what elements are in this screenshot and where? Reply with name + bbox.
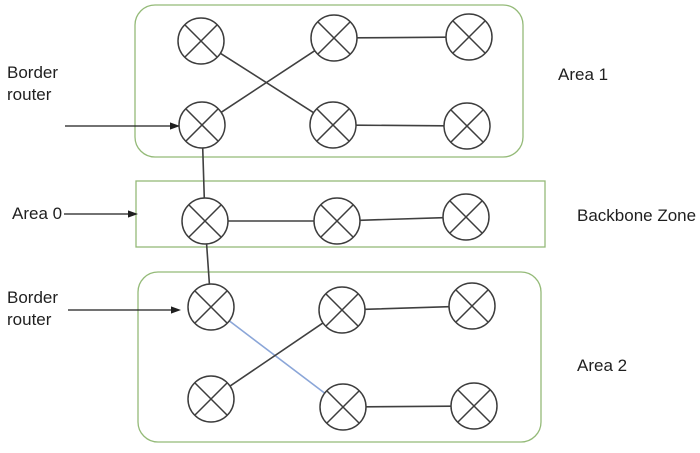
link-line-area2-bottom-middle--area2-bottom-right bbox=[365, 405, 452, 408]
router-icon-area2-border-router bbox=[187, 283, 235, 331]
router-x-stroke bbox=[449, 200, 483, 234]
area-label-area-2: Area 2 bbox=[577, 356, 628, 375]
callout-arrowhead-border-router-bottom bbox=[171, 306, 181, 314]
link-line-area2-border-router--area2-bottom-middle bbox=[228, 320, 326, 394]
router-icon-backbone-right bbox=[442, 193, 490, 241]
router-x-stroke bbox=[452, 20, 486, 54]
router-icon-area1-bottom-right bbox=[443, 102, 491, 150]
router-x-stroke bbox=[450, 109, 484, 143]
router-icon-area1-border-router bbox=[178, 101, 226, 149]
router-x-stroke bbox=[325, 293, 359, 327]
router-x-stroke bbox=[317, 21, 351, 55]
router-icon-area1-top-middle bbox=[310, 14, 358, 62]
callout-label-area-0: Area 0 bbox=[12, 204, 63, 223]
router-icon-area2-top-right bbox=[448, 282, 496, 330]
router-x-stroke bbox=[194, 382, 228, 416]
link-line-area2-bottom-left--area2-top-middle bbox=[229, 322, 324, 387]
router-icon-area2-bottom-right bbox=[450, 382, 498, 430]
router-x-stroke bbox=[316, 108, 350, 142]
router-x-stroke bbox=[185, 108, 219, 142]
area-label-area-1: Area 1 bbox=[558, 65, 609, 84]
router-x-stroke bbox=[457, 389, 491, 423]
router-icon-area2-bottom-middle bbox=[319, 383, 367, 431]
router-x-stroke bbox=[326, 390, 360, 424]
callout-arrowhead-area-0 bbox=[128, 210, 138, 218]
link-line-area1-bottom-middle--area1-bottom-right bbox=[355, 124, 445, 127]
router-x-stroke bbox=[194, 290, 228, 324]
link-line-area1-border-router--backbone-left bbox=[201, 147, 206, 199]
router-icon-backbone-left bbox=[181, 197, 229, 245]
link-line-area1-top-middle--area1-top-right bbox=[356, 36, 447, 39]
router-icon-area1-top-right bbox=[445, 13, 493, 61]
router-x-stroke bbox=[184, 24, 218, 58]
router-x-stroke bbox=[320, 204, 354, 238]
router-icon-backbone-middle bbox=[313, 197, 361, 245]
link-line-backbone-middle--backbone-right bbox=[359, 216, 444, 222]
area-box-area-2 bbox=[137, 271, 542, 443]
area-box-area-1 bbox=[134, 4, 524, 158]
router-icon-area2-top-middle bbox=[318, 286, 366, 334]
link-line-area1-border-router--area1-top-middle bbox=[220, 49, 316, 114]
router-icon-area1-bottom-middle bbox=[309, 101, 357, 149]
router-x-stroke bbox=[188, 204, 222, 238]
link-line-backbone-left--area2-border-router bbox=[205, 243, 211, 285]
callout-arrowhead-border-router-top bbox=[170, 122, 180, 130]
area-label-backbone-zone: Backbone Zone bbox=[577, 206, 697, 225]
link-line-area2-top-middle--area2-top-right bbox=[364, 305, 450, 311]
router-x-stroke bbox=[455, 289, 489, 323]
callout-label-border-router-top: Border router bbox=[7, 63, 59, 104]
router-icon-area2-bottom-left bbox=[187, 375, 235, 423]
router-icon-area1-top-left bbox=[177, 17, 225, 65]
callout-label-border-router-bottom: Border router bbox=[7, 288, 59, 329]
